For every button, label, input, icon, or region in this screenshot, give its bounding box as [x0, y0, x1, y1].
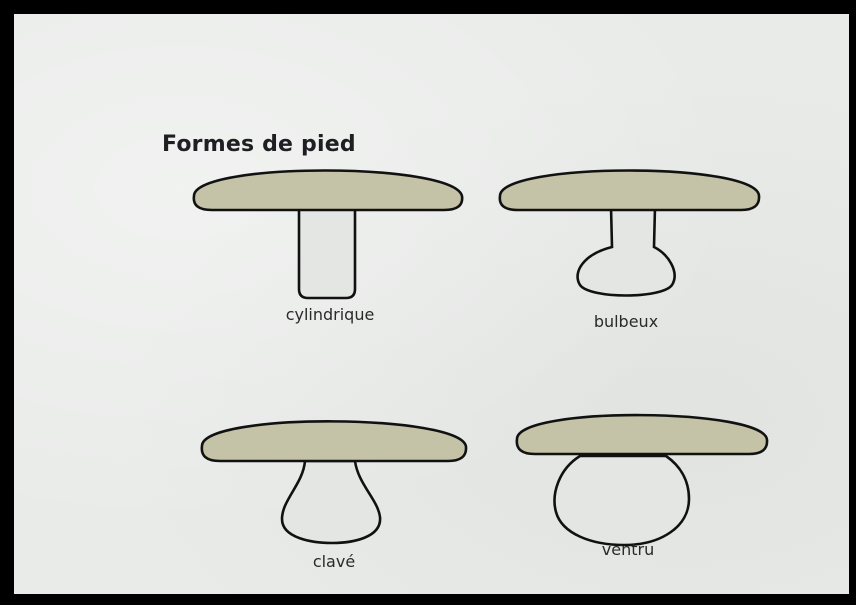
mushroom-bulbeux: bulbeux	[498, 169, 761, 331]
mushroom-clave: clavé	[200, 420, 468, 571]
label-clave: clavé	[313, 552, 355, 571]
cap-clave	[200, 420, 468, 463]
diagram-title: Formes de pied	[162, 132, 356, 157]
mushroom-ventru: ventru	[515, 413, 769, 559]
stipe-shapes-diagram: cylindrique bulbeux clavé ventru	[192, 169, 769, 571]
stipe-ventru	[553, 454, 691, 547]
book-page: Formes de pied cylindrique bulbeux clavé	[14, 14, 849, 594]
stipe-bulbeux	[576, 205, 676, 297]
stipe-cylindrique	[297, 205, 357, 300]
label-cylindrique: cylindrique	[286, 305, 375, 324]
cap-cylindrique	[192, 169, 464, 212]
label-ventru: ventru	[602, 540, 654, 559]
stipe-clave	[280, 459, 382, 545]
mushroom-cylindrique: cylindrique	[192, 169, 464, 324]
label-bulbeux: bulbeux	[594, 312, 658, 331]
cap-bulbeux	[498, 169, 761, 212]
cap-ventru	[515, 413, 769, 456]
